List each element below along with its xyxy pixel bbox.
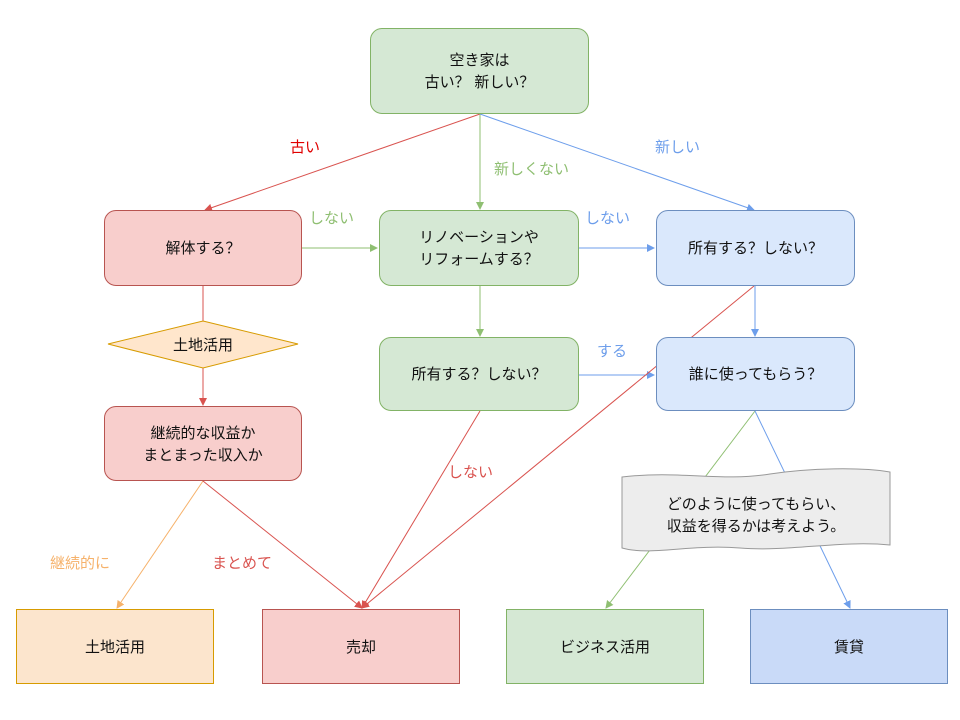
own-mid-text: 所有する？しない？ bbox=[411, 365, 547, 383]
demolish-node: 解体する？ bbox=[104, 210, 302, 286]
note-shape bbox=[621, 468, 891, 552]
label-lump: まとめて bbox=[212, 554, 273, 572]
own-mid-node: 所有する？しない？ bbox=[379, 337, 579, 411]
outcome-business-text: ビジネス活用 bbox=[559, 637, 650, 656]
land-use-diamond-shape bbox=[107, 320, 299, 369]
outcome-business: ビジネス活用 bbox=[506, 609, 704, 684]
note-text: どのように使ってもらい、 収益を得るかは考えよう。 bbox=[666, 495, 846, 535]
label-no-demolish: しない bbox=[309, 209, 355, 227]
edge-own-top-to-out-sell bbox=[361, 285, 755, 609]
edge-income-to-out-sell bbox=[202, 480, 363, 609]
edge-start-to-own-top bbox=[479, 113, 755, 212]
label-continuous: 継続的に bbox=[50, 554, 111, 572]
outcome-land-use: 土地活用 bbox=[16, 609, 214, 684]
outcome-land-use-text: 土地活用 bbox=[84, 637, 145, 656]
label-old: 古い bbox=[290, 138, 321, 156]
land-use-diamond-text: 土地活用 bbox=[172, 335, 233, 354]
outcome-rent-text: 賃貸 bbox=[833, 637, 864, 656]
who-uses-text: 誰に使ってもらう？ bbox=[688, 365, 823, 383]
demolish-text: 解体する？ bbox=[165, 239, 241, 257]
land-use-diamond: 土地活用 bbox=[108, 321, 298, 368]
own-top-text: 所有する？しない？ bbox=[687, 239, 823, 257]
outcome-rent: 賃貸 bbox=[750, 609, 948, 684]
edge-start-to-demolish bbox=[204, 113, 481, 212]
start-node: 空き家は 古い？ 新しい？ bbox=[370, 28, 589, 114]
label-no-own: しない bbox=[448, 463, 494, 481]
edge-income-to-out-land bbox=[116, 480, 204, 609]
renovate-text: リノベーションや リフォームする？ bbox=[419, 228, 539, 268]
outcome-sell: 売却 bbox=[262, 609, 460, 684]
outcome-sell-text: 売却 bbox=[345, 637, 376, 656]
renovate-node: リノベーションや リフォームする？ bbox=[379, 210, 579, 286]
label-new: 新しい bbox=[655, 138, 701, 156]
income-type-text: 継続的な収益か まとまった収入か bbox=[143, 423, 263, 464]
own-top-node: 所有する？しない？ bbox=[656, 210, 855, 286]
income-type-node: 継続的な収益か まとまった収入か bbox=[104, 406, 302, 481]
label-yes: する bbox=[597, 342, 628, 360]
label-no-renovate: しない bbox=[585, 209, 631, 227]
who-uses-node: 誰に使ってもらう？ bbox=[656, 337, 855, 411]
start-text: 空き家は 古い？ 新しい？ bbox=[424, 51, 535, 91]
edge-own-mid-to-out-sell bbox=[361, 410, 481, 609]
label-not-new: 新しくない bbox=[494, 160, 570, 178]
